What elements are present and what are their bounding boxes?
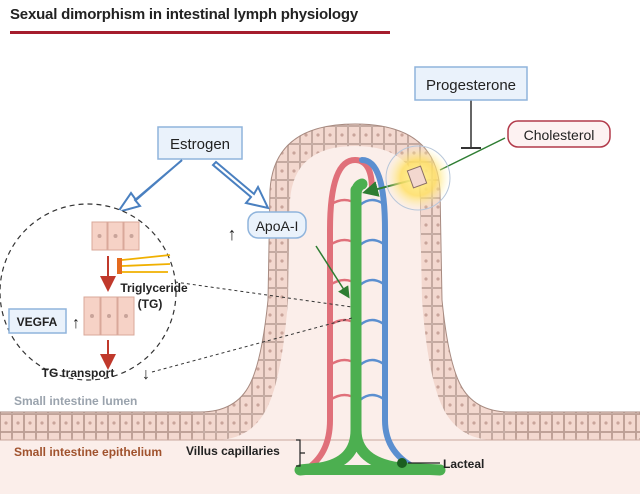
- vegfa-label: VEGFA: [17, 315, 58, 329]
- triglyceride-label-line1: Triglyceride: [120, 281, 188, 295]
- epithelium-cells-left: [0, 414, 195, 438]
- cholesterol-line: [439, 137, 506, 171]
- estrogen-arrows: [115, 159, 270, 214]
- capillary-blue: [359, 157, 423, 473]
- apoa1-to-lacteal-arrow: [315, 245, 350, 299]
- progesterone-box: [414, 66, 528, 101]
- zoom-line-lower: [151, 317, 353, 373]
- triglyceride-label-line2: (TG): [138, 297, 163, 311]
- villus-capillaries-label: Villus capillaries: [186, 444, 280, 458]
- lacteal-marker-dot: [397, 458, 407, 468]
- villus-interior: [0, 146, 640, 494]
- progesterone-label: Progesterone: [426, 77, 516, 94]
- lumen-label: Small intestine lumen: [14, 394, 137, 408]
- vegfa-up-arrow: ↑: [72, 315, 80, 332]
- triglyceride-icon: [117, 254, 171, 274]
- capillary-red: [302, 156, 375, 473]
- cholesterol-label: Cholesterol: [524, 127, 595, 143]
- estrogen-label: Estrogen: [170, 136, 230, 153]
- title-underline: [10, 31, 390, 34]
- tg-transport-label: TG transport: [42, 366, 115, 380]
- apoa1-label: ApoA-I: [256, 218, 299, 234]
- tg-transport-down-arrow: ↓: [142, 366, 150, 383]
- apoa1-up-arrow: ↑: [228, 224, 237, 244]
- estrogen-box: [157, 126, 243, 160]
- enterocyte-glow-cell: [406, 165, 428, 189]
- lacteal-label: Lacteal: [443, 457, 484, 471]
- epithelium-cells-right: [515, 414, 640, 438]
- epithelium-label: Small intestine epithelium: [14, 445, 162, 459]
- apoa1-box: [247, 211, 307, 239]
- capillaries-bracket: [296, 439, 305, 467]
- cholesterol-box: [507, 120, 611, 148]
- vegfa-box: [8, 308, 67, 334]
- figure-title: Sexual dimorphism in intestinal lymph ph…: [10, 6, 358, 23]
